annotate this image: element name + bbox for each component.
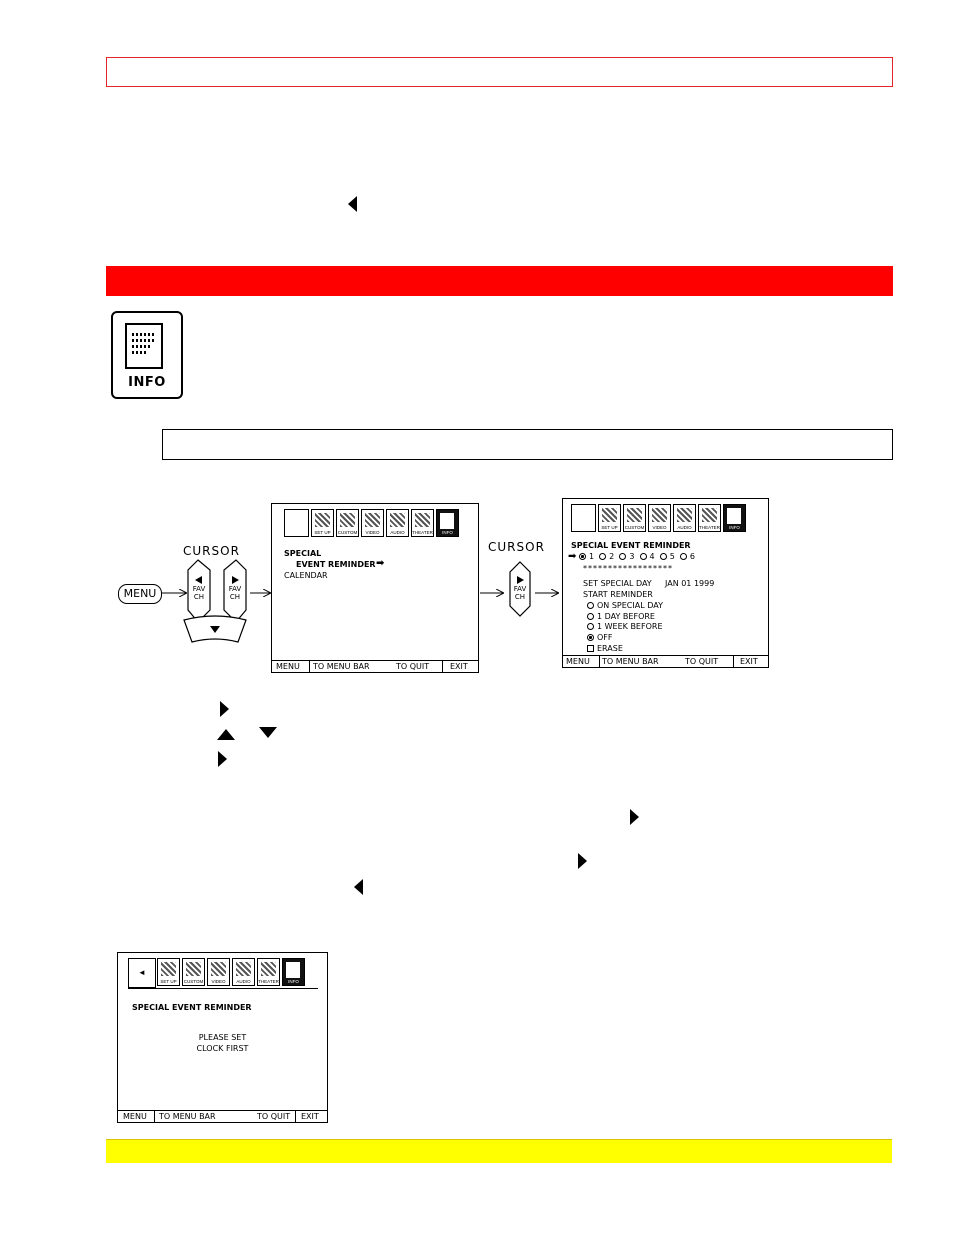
screen-title: SPECIAL EVENT REMINDER	[571, 541, 691, 550]
paper-icon	[125, 323, 163, 369]
info-menu-icon: INFO	[436, 509, 459, 537]
menu-footer: MENU TO MENU BAR TO QUIT EXIT	[272, 660, 478, 672]
right-arrow-icon	[578, 853, 587, 869]
name-stars: ******************	[583, 564, 673, 573]
menu-screen-1: SET UP CUSTOM VIDEO AUDIO THEATER INFO S…	[271, 503, 479, 673]
left-arrow-icon	[354, 879, 363, 895]
footer-exit: EXIT	[450, 662, 468, 671]
footer-exit: EXIT	[740, 657, 758, 666]
right-arrow-icon: ➡	[568, 551, 577, 562]
footer-to-menu-bar: TO MENU BAR	[159, 1112, 216, 1121]
option-1-week-before: 1 WEEK BEFORE	[587, 622, 663, 632]
video-icon: VIDEO	[361, 509, 384, 537]
menu-screen-2: SET UP CUSTOM VIDEO AUDIO THEATER INFO S…	[562, 498, 769, 668]
menu-icon-row: SET UP CUSTOM VIDEO AUDIO THEATER INFO	[571, 504, 746, 532]
theater-icon: THEATER	[411, 509, 434, 537]
menu-item-event-reminder: EVENT REMINDER	[296, 560, 376, 569]
setup-icon: SET UP	[157, 958, 180, 986]
divider	[128, 988, 318, 989]
footer-menu: MENU	[566, 657, 590, 666]
custom-icon: CUSTOM	[623, 504, 646, 532]
right-arrow-icon	[218, 751, 227, 767]
note-box	[162, 429, 893, 460]
footer-to-menu-bar: TO MENU BAR	[313, 662, 370, 671]
info-menu-icon: INFO	[723, 504, 746, 532]
footer-menu: MENU	[276, 662, 300, 671]
menu-item-calendar: CALENDAR	[284, 571, 328, 580]
menu-screen-3: ◄ SET UP CUSTOM VIDEO AUDIO THEATER INFO…	[117, 952, 328, 1123]
audio-icon: AUDIO	[232, 958, 255, 986]
footer-to-quit: TO QUIT	[257, 1112, 291, 1121]
section-bar	[106, 266, 893, 296]
audio-icon: AUDIO	[386, 509, 409, 537]
cursor-button-right	[509, 561, 531, 617]
theater-icon: THEATER	[698, 504, 721, 532]
option-off: OFF	[587, 633, 613, 643]
menu-button: MENU	[118, 584, 162, 604]
set-day-label: SET SPECIAL DAY	[583, 579, 652, 588]
start-reminder-label: START REMINDER	[583, 590, 653, 599]
cursor-label: CURSOR	[488, 540, 545, 554]
footer-exit: EXIT	[301, 1112, 319, 1121]
theater-icon: THEATER	[257, 958, 280, 986]
menu-item-special: SPECIAL	[284, 549, 322, 558]
navigation-icon	[284, 509, 309, 537]
footer-to-quit: TO QUIT	[396, 662, 430, 671]
menu-footer: MENU TO MENU BAR TO QUIT EXIT	[118, 1110, 327, 1122]
cursor-label: CURSOR	[183, 544, 240, 558]
footer-note-bar	[106, 1139, 892, 1163]
header-box	[106, 57, 893, 87]
navigation-icon	[571, 504, 596, 532]
set-day-value: JAN 01 1999	[665, 579, 715, 588]
down-arrow-icon	[259, 727, 277, 738]
slot-row: ➡ 1 2 3 4 5 6	[568, 551, 695, 562]
footer-menu: MENU	[123, 1112, 147, 1121]
option-1-day-before: 1 DAY BEFORE	[587, 612, 655, 622]
footer-to-quit: TO QUIT	[685, 657, 719, 666]
setup-icon: SET UP	[598, 504, 621, 532]
right-arrow-icon: ➡	[376, 558, 385, 569]
option-erase: ERASE	[587, 644, 623, 654]
right-arrow-icon	[220, 701, 229, 717]
video-icon: VIDEO	[648, 504, 671, 532]
menu-icon-row: SET UP CUSTOM VIDEO AUDIO THEATER INFO	[284, 509, 459, 537]
cursor-buttons	[183, 559, 247, 643]
back-arrow-icon: ◄	[128, 958, 156, 988]
message-line-2: CLOCK FIRST	[196, 1044, 249, 1053]
left-arrow-icon	[348, 196, 357, 212]
info-menu-icon: INFO	[282, 958, 305, 986]
audio-icon: AUDIO	[673, 504, 696, 532]
custom-icon: CUSTOM	[182, 958, 205, 986]
custom-icon: CUSTOM	[336, 509, 359, 537]
right-arrow-icon	[630, 809, 639, 825]
up-arrow-icon	[217, 729, 235, 740]
video-icon: VIDEO	[207, 958, 230, 986]
option-on-special-day: ON SPECIAL DAY	[587, 601, 663, 611]
menu-footer: MENU TO MENU BAR TO QUIT EXIT	[563, 655, 768, 667]
message-line-1: PLEASE SET	[198, 1033, 247, 1042]
info-icon-label: INFO	[128, 375, 166, 390]
footer-to-menu-bar: TO MENU BAR	[602, 657, 659, 666]
screen-title: SPECIAL EVENT REMINDER	[132, 1003, 252, 1012]
flow-arrows	[161, 540, 954, 650]
info-icon: INFO	[111, 311, 183, 399]
menu-icon-row: SET UP CUSTOM VIDEO AUDIO THEATER INFO	[157, 958, 305, 986]
setup-icon: SET UP	[311, 509, 334, 537]
